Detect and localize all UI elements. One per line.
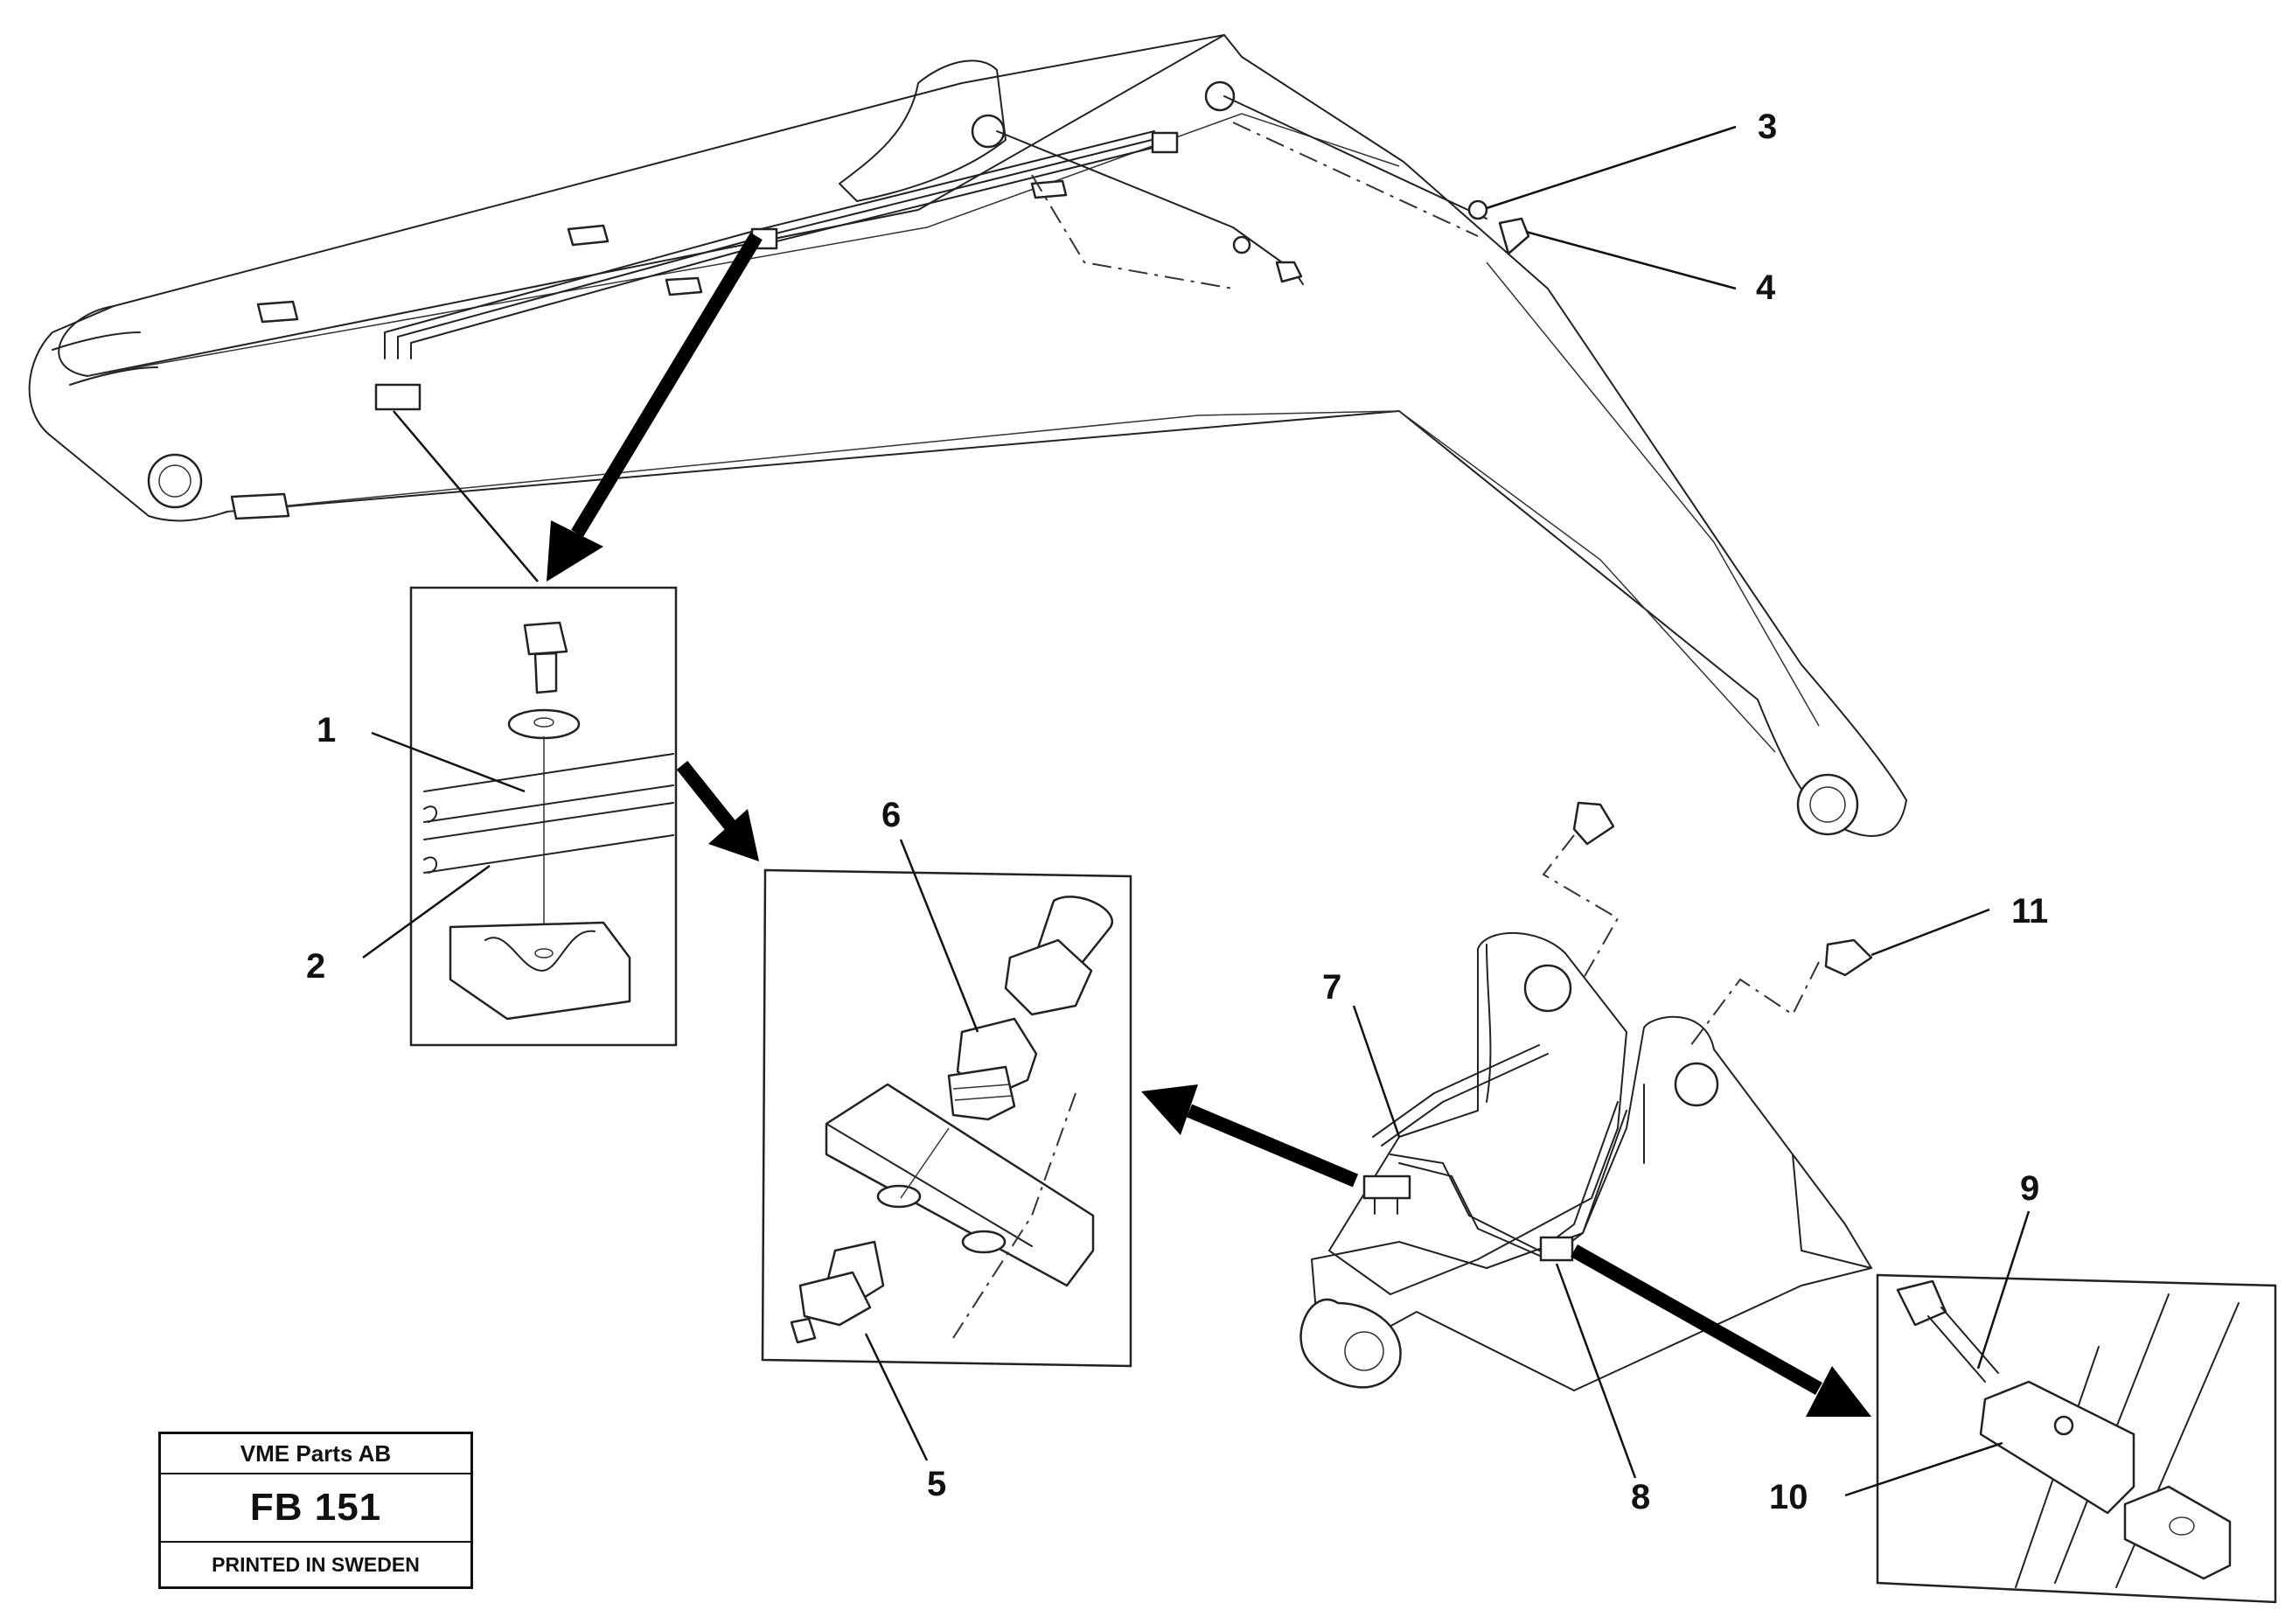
- arrow-head: [1141, 1084, 1198, 1135]
- boom-drawing: [28, 34, 1907, 837]
- link-assembly-drawing: [1299, 801, 1873, 1391]
- callout-5: 5: [927, 1465, 946, 1503]
- fitting-detail-panel: [761, 868, 1132, 1368]
- clamp-detail-panel: [409, 586, 678, 1047]
- arrow-head: [1806, 1366, 1871, 1417]
- callout-4: 4: [1756, 268, 1776, 307]
- callout-10: 10: [1769, 1478, 1808, 1516]
- callout-1: 1: [317, 711, 336, 749]
- figure-code: FB 151: [161, 1474, 470, 1543]
- callout-leaders: [362, 125, 2031, 1497]
- callout-11: 11: [2011, 892, 2048, 930]
- printed-note: PRINTED IN SWEDEN: [212, 1552, 420, 1576]
- title-block: VME Parts AB FB 151 PRINTED IN SWEDEN: [158, 1432, 473, 1589]
- callout-arrows: [393, 232, 1871, 1417]
- callout-7: 7: [1322, 968, 1341, 1007]
- callout-2: 2: [306, 947, 325, 986]
- arrow-head: [708, 809, 759, 861]
- company-name: VME Parts AB: [161, 1434, 470, 1474]
- callout-9: 9: [2020, 1169, 2039, 1208]
- callout-6: 6: [881, 796, 901, 834]
- callout-labels: 1 2 3 4 5 6 7 8 9 10 11: [306, 108, 2048, 1516]
- pin-detail-panel: [1876, 1273, 2277, 1604]
- callout-3: 3: [1758, 108, 1777, 146]
- callout-8: 8: [1631, 1478, 1650, 1516]
- arrow-head: [547, 520, 603, 582]
